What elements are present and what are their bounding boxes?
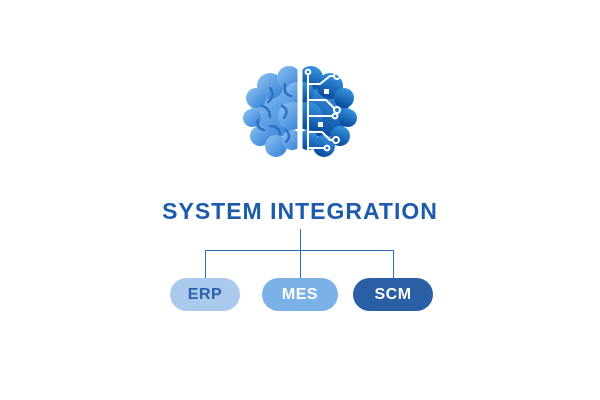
node-mes-label: MES [281,285,319,303]
node-scm: SCM [353,278,433,311]
connector-stub [299,229,301,250]
node-scm-label: SCM [374,285,412,303]
connector-bar [205,250,393,251]
connector-drop-scm [392,250,394,278]
node-erp-label: ERP [187,285,223,303]
node-erp: ERP [170,278,240,311]
connector-drop-erp [204,250,206,278]
brain-circuit-icon [240,58,360,178]
connector-drop-mes [299,250,301,278]
node-mes: MES [262,278,338,311]
page-title: SYSTEM INTEGRATION [162,198,438,224]
